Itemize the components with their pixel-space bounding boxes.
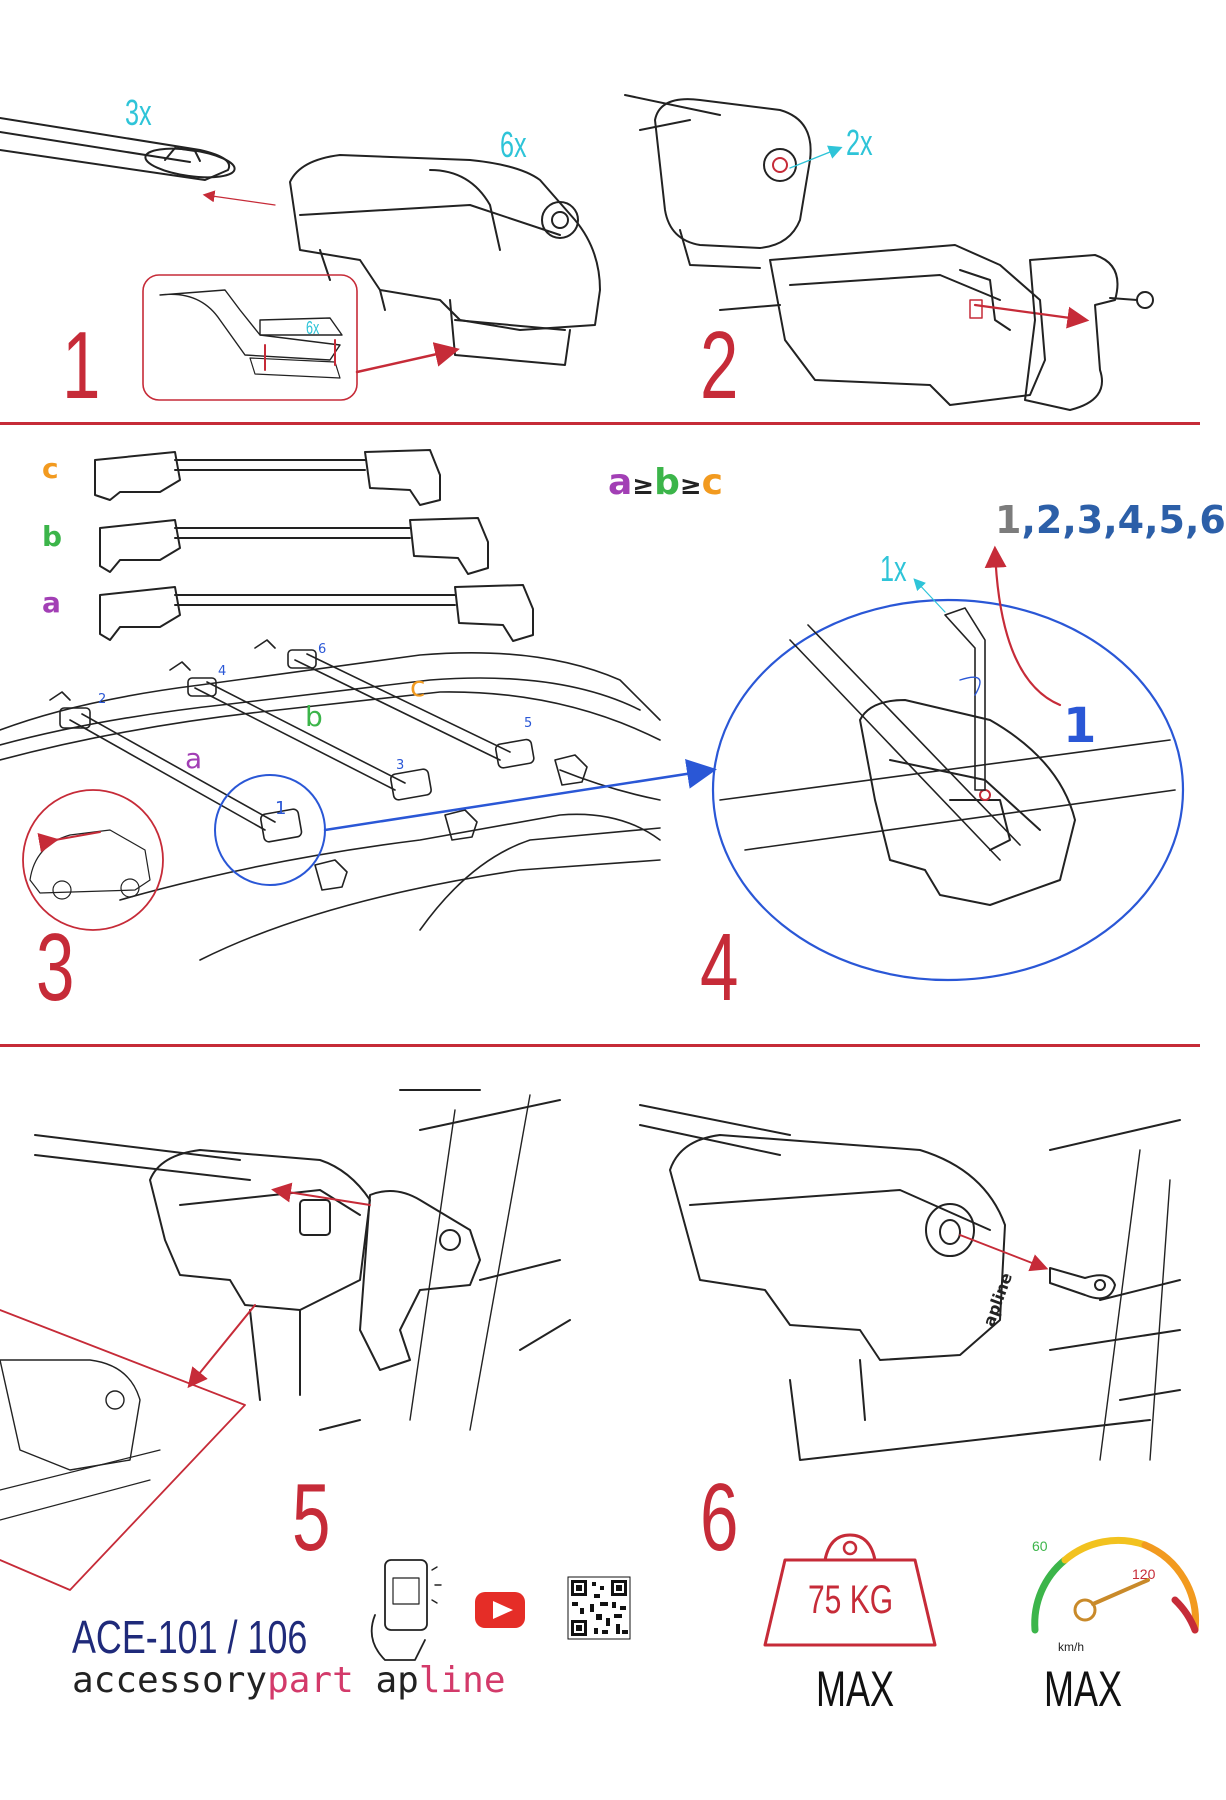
weight-max-label: MAX: [816, 1661, 895, 1717]
car-pos-5: 5: [524, 716, 533, 731]
step3-bars-drawing: [94, 449, 534, 642]
step2-drawing: [624, 94, 1154, 411]
step-number-1: 1: [62, 312, 101, 419]
car-pos-3: 3: [396, 758, 405, 773]
car-bar-label-c: c: [410, 670, 426, 703]
size-rule-a: a: [608, 462, 633, 503]
sequence-first: 1: [995, 498, 1022, 542]
qty-foot: 6x: [500, 124, 527, 165]
size-rule-ge1: ≥: [632, 471, 655, 501]
step5-drawing: [0, 1089, 571, 1591]
car-pos-6: 6: [318, 642, 327, 657]
brand-part-ap: ap: [375, 1660, 419, 1701]
bar-label-c: c: [42, 452, 59, 485]
car-pos-1: 1: [275, 798, 287, 819]
weight-icon: [763, 1533, 937, 1647]
qty-bar: 3x: [125, 92, 152, 133]
step1-drawing: [0, 117, 601, 401]
qty-pad: 6x: [306, 318, 320, 338]
bar-label-a: a: [42, 586, 61, 619]
size-rule-c: c: [701, 462, 724, 503]
speed-max-label: MAX: [1044, 1661, 1123, 1717]
step-number-4: 4: [700, 914, 739, 1021]
brand-line: accessorypart apline: [72, 1660, 506, 1701]
speedometer-icon: [1031, 1536, 1199, 1634]
size-rule-ge2: ≥: [679, 471, 702, 501]
step-number-5: 5: [292, 1464, 331, 1571]
brand-part-part: part: [267, 1660, 354, 1701]
qty-tool: 1x: [880, 548, 907, 589]
step4-drawing: [711, 545, 1185, 982]
speed-unit: km/h: [1058, 1640, 1085, 1654]
car-pos-2: 2: [98, 692, 107, 707]
phone-scan-icon: [370, 1559, 442, 1661]
speed-min: 60: [1032, 1538, 1048, 1554]
step6-drawing: [639, 1104, 1181, 1461]
youtube-icon: [475, 1592, 525, 1628]
speed-max: 120: [1132, 1566, 1156, 1582]
divider-top: [0, 422, 1200, 425]
bar-label-b: b: [42, 520, 63, 553]
tightening-sequence: 1,2,3,4,5,6: [995, 498, 1226, 542]
qty-key: 2x: [846, 122, 873, 163]
car-bar-label-b: b: [305, 700, 323, 733]
assembly-drawing: [0, 94, 1200, 1661]
step-number-6: 6: [700, 1464, 739, 1571]
weight-value: 75 KG: [808, 1578, 894, 1622]
model-number: ACE-101 / 106: [72, 1611, 308, 1663]
brand-part-line: line: [418, 1660, 506, 1701]
step-number-2: 2: [700, 312, 739, 419]
divider-middle: [0, 1044, 1200, 1047]
step-number-3: 3: [36, 914, 75, 1021]
size-rule-b: b: [654, 462, 680, 503]
step3-car-drawing: [0, 639, 717, 961]
qr-code-icon: [567, 1576, 631, 1640]
brand-part-accessory: accessory: [72, 1660, 268, 1701]
sequence-big-one: 1: [1063, 698, 1097, 754]
size-rule: a≥b≥c: [608, 462, 723, 503]
sequence-rest: ,2,3,4,5,6: [1021, 498, 1226, 542]
car-bar-label-a: a: [185, 742, 203, 775]
car-pos-4: 4: [218, 664, 227, 679]
